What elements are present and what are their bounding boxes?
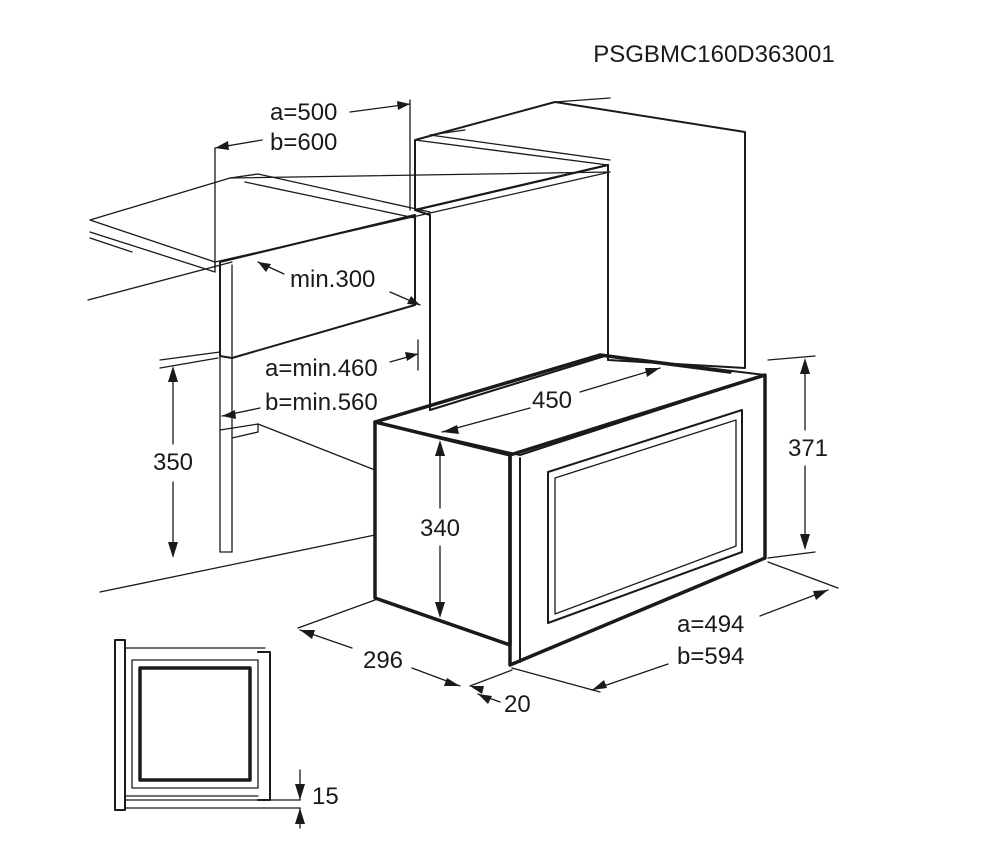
label-opening-width-a: a=min.460 (265, 355, 378, 382)
label-body-depth: 296 (363, 647, 403, 674)
label-body-height: 340 (420, 515, 460, 542)
dimension-lines (159, 99, 839, 704)
section-detail (114, 639, 305, 829)
label-cabinet-width-a: a=500 (270, 99, 337, 126)
label-frame-depth: 20 (504, 691, 531, 718)
kitchen-cabinet (87, 97, 746, 593)
label-bottom-gap: 15 (312, 783, 339, 810)
label-body-width: 450 (532, 387, 572, 414)
label-front-height: 371 (788, 435, 828, 462)
dimension-labels: a=500 b=600 min.300 a=min.460 b=min.560 … (153, 99, 828, 810)
appliance-front-frame (508, 373, 767, 667)
label-opening-width-b: b=min.560 (265, 389, 378, 416)
drawing-code: PSGBMC160D363001 (593, 41, 834, 68)
label-opening-height: 350 (153, 449, 193, 476)
label-cabinet-width-b: b=600 (270, 129, 337, 156)
label-front-width-a: a=494 (677, 611, 744, 638)
label-min-depth: min.300 (290, 266, 375, 293)
label-front-width-b: b=594 (677, 643, 744, 670)
